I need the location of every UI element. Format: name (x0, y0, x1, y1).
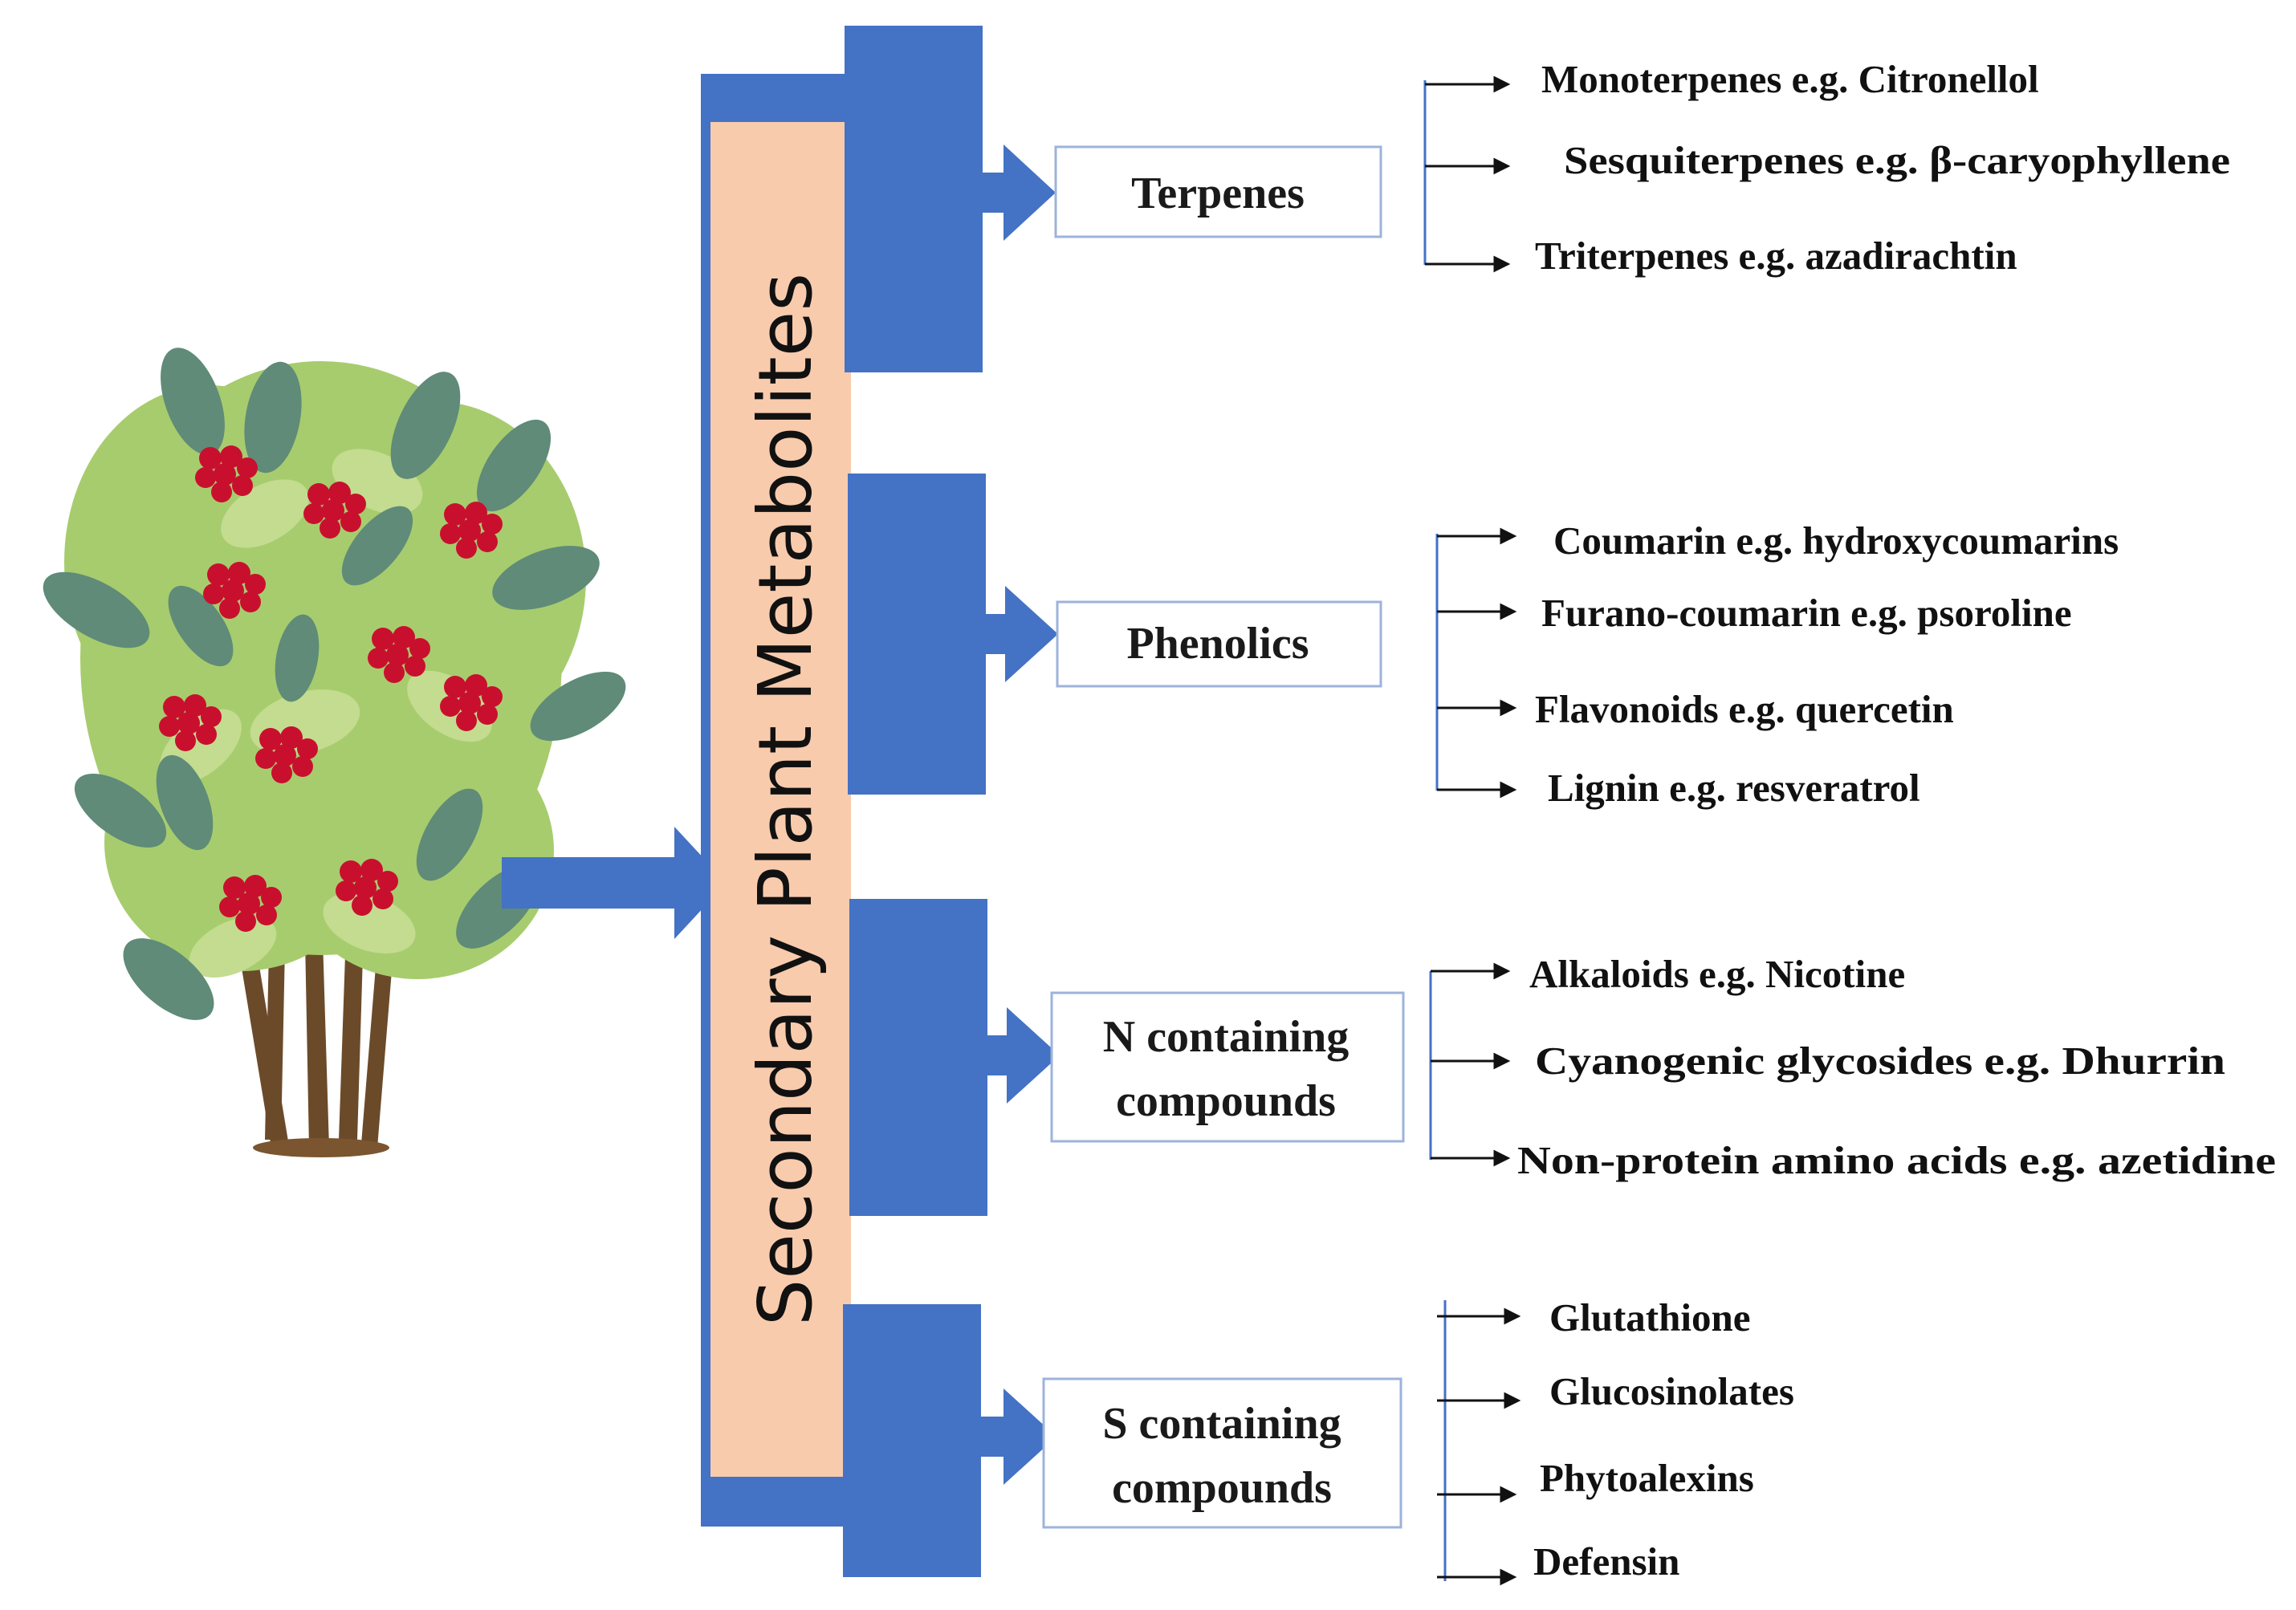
category-phenolics: Phenolics Coumarin e.g. hydroxycoumarins… (848, 474, 2119, 810)
berry-bush-illustration (43, 348, 626, 1157)
category-connector-block (848, 474, 986, 795)
item-label: Lignin e.g. resveratrol (1548, 766, 1920, 810)
category-connector-block (845, 26, 983, 372)
category-n-containing: N containing compounds Alkaloids e.g. Ni… (849, 899, 2276, 1216)
arrow-right-icon (984, 586, 1058, 682)
item-label: Monoterpenes e.g. Citronellol (1541, 57, 2039, 101)
main-bar: Secondary Plant Metabolites (701, 74, 851, 1527)
category-connector-block (843, 1304, 981, 1577)
item-label: Defensin (1533, 1539, 1679, 1584)
category-box (1056, 600, 1382, 688)
category-terpenes: Terpenes Monoterpenes e.g. Citronellol S… (845, 26, 2230, 372)
item-label: Coumarin e.g. hydroxycoumarins (1553, 518, 2119, 563)
category-box (1042, 1377, 1402, 1529)
category-label: S containing (1102, 1399, 1341, 1449)
item-label: Glutathione (1549, 1295, 1750, 1340)
category-s-containing: S containing compounds Glutathione Gluco… (843, 1295, 1794, 1586)
bush-to-main-arrow (502, 827, 727, 939)
category-connector-block (849, 899, 987, 1216)
category-box (1054, 145, 1382, 238)
category-label: compounds (1116, 1076, 1336, 1126)
category-label: compounds (1112, 1463, 1332, 1513)
arrow-right-icon (981, 144, 1056, 241)
item-label: Sesquiterpenes e.g. β-caryophyllene (1564, 138, 2230, 182)
item-label: Cyanogenic glycosides e.g. Dhurrin (1535, 1039, 2225, 1083)
arrow-right-icon (986, 1007, 1060, 1104)
item-label: Alkaloids e.g. Nicotine (1529, 952, 1905, 996)
category-label: N containing (1103, 1012, 1350, 1062)
arrow-right-icon (979, 1388, 1056, 1485)
item-label: Furano-coumarin e.g. psoroline (1541, 591, 2072, 635)
main-label: Secondary Plant Metabolites (743, 273, 828, 1326)
item-label: Glucosinolates (1549, 1369, 1794, 1413)
item-label: Flavonoids e.g. quercetin (1535, 687, 1954, 731)
item-label: Non-protein amino acids e.g. azetidine (1517, 1138, 2276, 1182)
item-label: Phytoalexins (1540, 1456, 1754, 1500)
category-label: Terpenes (1131, 169, 1305, 218)
category-box (1050, 991, 1405, 1143)
category-label: Phenolics (1126, 619, 1309, 669)
item-label: Triterpenes e.g. azadirachtin (1535, 234, 2017, 278)
